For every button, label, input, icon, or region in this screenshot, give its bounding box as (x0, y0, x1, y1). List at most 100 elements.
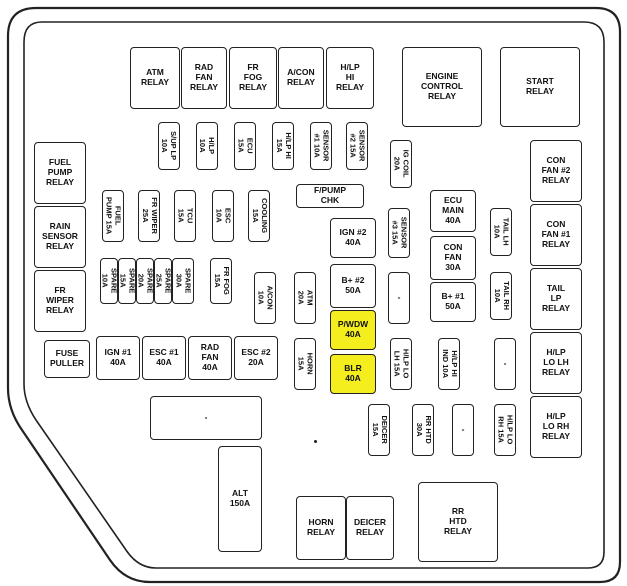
horn-relay-label: HORN RELAY (306, 517, 336, 537)
fpump-chk-label: F/PUMP CHK (313, 185, 347, 205)
cooling-fuse-label: COOLING 15A (251, 198, 269, 234)
atm-relay-label: ATM RELAY (140, 67, 170, 87)
start-relay: START RELAY (500, 47, 580, 127)
rad-fan-relay: RAD FAN RELAY (181, 47, 227, 109)
spare-fuse-5-label: SPARE 30A (175, 268, 193, 294)
con-fan2-relay: CON FAN #2 RELAY (530, 140, 582, 202)
hlp-hi-relay: H/LP HI RELAY (326, 47, 374, 109)
rad-fan-relay-label: RAD FAN RELAY (189, 62, 219, 92)
fuel-pump-relay: FUEL PUMP RELAY (34, 142, 86, 204)
hlp-fuse-label: H/LP 10A (199, 137, 217, 155)
fr-fog-relay-label: FR FOG RELAY (238, 62, 268, 92)
acon-relay-label: A/CON RELAY (286, 67, 316, 87)
blank-fuse-a-label: - (397, 292, 401, 303)
tail-lh-fuse: TAIL LH 10A (490, 208, 512, 256)
ign2-fuse: IGN #2 40A (330, 218, 376, 258)
horn-fuse-label: HORN 15A (297, 352, 315, 376)
horn-fuse: HORN 15A (294, 338, 316, 390)
con-fan1-relay-label: CON FAN #1 RELAY (541, 219, 571, 249)
hlp-hi-ind-fuse: H/LP HI IND 10A (438, 338, 460, 390)
hlp-lo-rh-fuse: H/LP LO RH 15A (494, 404, 516, 456)
spare-fuse-5: SPARE 30A (172, 258, 194, 304)
stop-lp-fuse: S/UP LP 10A (158, 122, 180, 170)
esc1-fuse: ESC #1 40A (142, 336, 186, 380)
blank-fuse-b-label: - (503, 358, 507, 369)
tcu-fuse: TCU 15A (174, 190, 196, 242)
cooling-fuse: COOLING 15A (248, 190, 270, 242)
ig-coil-fuse: IG COIL 20A (390, 140, 412, 188)
fr-fog-relay: FR FOG RELAY (229, 47, 277, 109)
spare-fuse-4-label: SPARE 25A (155, 268, 172, 294)
sensor2-fuse-label: SENSOR #2 15A (349, 130, 367, 162)
ecu-fuse: ECU 15A (234, 122, 256, 170)
pwdw-fuse: P/WDW 40A (330, 310, 376, 350)
acon-relay: A/CON RELAY (278, 47, 324, 109)
alt-fuse: ALT 150A (218, 446, 262, 552)
fuse-puller: FUSE PULLER (44, 340, 90, 378)
start-relay-label: START RELAY (525, 76, 555, 96)
acon-fuse-label: A/CON 10A (257, 285, 275, 311)
esc-fuse: ESC 10A (212, 190, 234, 242)
hlp-hi-relay-label: H/LP HI RELAY (335, 62, 365, 92)
tail-lh-fuse-label: TAIL LH 10A (493, 217, 511, 247)
hlp-lo-lh-fuse: H/LP LO LH 15A (390, 338, 412, 390)
blank-fuse-d-label: - (461, 424, 465, 435)
horn-relay: HORN RELAY (296, 496, 346, 560)
sensor1-fuse: SENSOR #1 10A (310, 122, 332, 170)
spare-fuse-4: SPARE 25A (154, 258, 172, 304)
bplus2-fuse: B+ #2 50A (330, 264, 376, 308)
rad-fan-fuse-label: RAD FAN 40A (200, 342, 220, 372)
ecu-main-fuse-label: ECU MAIN 40A (442, 195, 464, 225)
blank-fuse-c: - (150, 396, 262, 440)
hlp-hi-fuse: H/LP HI 15A (272, 122, 294, 170)
mounting-dot (314, 440, 317, 443)
tail-lp-relay: TAIL LP RELAY (530, 268, 582, 330)
bplus1-fuse-label: B+ #1 50A (441, 291, 465, 311)
rain-sensor-relay: RAIN SENSOR RELAY (34, 206, 86, 268)
rr-htd-relay-label: RR HTD RELAY (443, 506, 473, 536)
deicer-fuse-label: DEICER 15A (371, 415, 389, 445)
acon-fuse: A/CON 10A (254, 272, 276, 324)
rr-htd-fuse: RR HTD 30A (412, 404, 434, 456)
con-fan-fuse: CON FAN 30A (430, 236, 476, 280)
stop-lp-fuse-label: S/UP LP 10A (161, 131, 179, 161)
esc2-fuse-label: ESC #2 20A (241, 347, 271, 367)
bplus1-fuse: B+ #1 50A (430, 282, 476, 322)
spare-fuse-1-label: SPARE 10A (101, 268, 118, 294)
atm-fuse-label: ATM 20A (296, 290, 315, 306)
spare-fuse-2-label: SPARE 15A (119, 268, 136, 294)
sensor3-fuse: SENSOR #3 15A (388, 208, 410, 258)
rain-sensor-relay-label: RAIN SENSOR RELAY (42, 221, 78, 251)
tail-rh-fuse: TAIL RH 10A (490, 272, 512, 320)
tcu-fuse-label: TCU 15A (176, 208, 195, 224)
hlp-lo-lh-relay-label: H/LP LO LH RELAY (541, 347, 571, 377)
blank-fuse-b: - (494, 338, 516, 390)
fr-fog-fuse: FR FOG 15A (210, 258, 232, 304)
fr-wiper-relay-label: FR WIPER RELAY (45, 285, 75, 315)
rr-htd-fuse-label: RR HTD 30A (415, 415, 433, 445)
ign2-fuse-label: IGN #2 40A (339, 227, 367, 247)
fuel-pump-fuse: FUEL PUMP 15A (102, 190, 124, 242)
con-fan1-relay: CON FAN #1 RELAY (530, 204, 582, 266)
atm-fuse: ATM 20A (294, 272, 316, 324)
bplus2-fuse-label: B+ #2 50A (341, 275, 365, 295)
esc-fuse-label: ESC 10A (214, 208, 233, 224)
con-fan2-relay-label: CON FAN #2 RELAY (541, 155, 571, 185)
esc1-fuse-label: ESC #1 40A (149, 347, 179, 367)
blank-fuse-a: - (388, 272, 410, 324)
ign1-fuse-label: IGN #1 40A (104, 347, 132, 367)
spare-fuse-3: SPARE 20A (136, 258, 154, 304)
ign1-fuse: IGN #1 40A (96, 336, 140, 380)
tail-lp-relay-label: TAIL LP RELAY (541, 283, 571, 313)
ecu-main-fuse: ECU MAIN 40A (430, 190, 476, 232)
fuse-puller-label: FUSE PULLER (50, 348, 84, 368)
alt-fuse-label: ALT 150A (229, 488, 251, 508)
pwdw-fuse-label: P/WDW 40A (337, 319, 369, 339)
hlp-hi-fuse-label: H/LP HI 15A (275, 132, 293, 160)
hlp-hi-ind-fuse-label: H/LP HI IND 10A (441, 349, 459, 379)
blank-fuse-d: - (452, 404, 474, 456)
sensor1-fuse-label: SENSOR #1 10A (313, 130, 331, 162)
fr-wiper-fuse-label: FR WIPER 25A (141, 197, 159, 235)
sensor2-fuse: SENSOR #2 15A (346, 122, 368, 170)
